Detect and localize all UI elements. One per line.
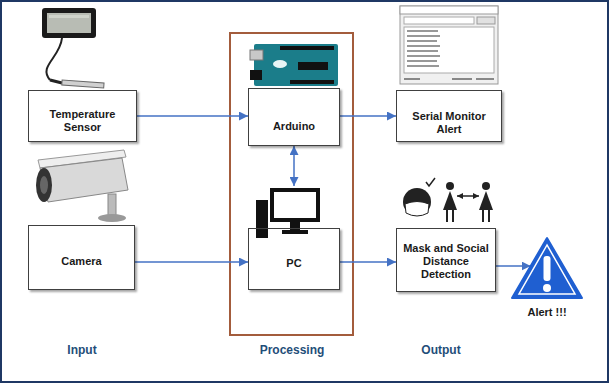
node-label: Alert !!! [527,306,566,319]
arduino-board-picture [290,80,334,84]
thermometer-picture [47,13,91,33]
serial-monitor-picture [400,6,498,14]
component-box: Mask and Social Distance Detection [396,228,496,292]
mask-distance-icon [479,191,493,210]
serial-monitor-picture [404,27,494,73]
component-box: Serial Monitor Alert [396,90,502,142]
flow-arrow [137,115,248,117]
arduino-board-picture [250,70,262,80]
thermometer-picture [49,15,89,18]
stage-label: Output [421,343,460,357]
camera-picture [98,214,126,222]
thermometer-picture [46,38,62,80]
flow-arrow [340,115,396,117]
mask-distance-icon [457,195,479,197]
node-label: PC [286,257,301,270]
component-box: Arduino [248,88,340,146]
arduino-board-picture [250,44,338,86]
mask-distance-icon [403,188,431,216]
flow-arrow [293,146,295,186]
component-box: Camera [28,225,135,290]
node-label: Mask and Social Distance Detection [401,242,491,281]
stage-label: Processing [260,343,325,357]
pc-icon [256,200,268,238]
camera-picture [108,194,116,216]
thermometer-picture [42,8,104,88]
mask-distance-icon [446,182,454,190]
node-label: Camera [61,255,101,268]
node-label: Arduino [273,120,315,133]
thermometer-picture [50,80,62,83]
flow-arrow [340,261,396,263]
alert-triangle-shape [510,236,584,300]
stage-label: Input [67,343,96,357]
mask-distance-icon [405,202,429,217]
mask-distance-icon [403,178,493,222]
mask-distance-icon [483,210,489,222]
component-box: PC [248,186,340,290]
alert-triangle-shape [512,238,582,298]
serial-monitor-picture [400,6,498,84]
mask-distance-icon [443,191,457,210]
node-label: Serial Monitor Alert [401,110,497,136]
arduino-board-picture [298,62,328,70]
mask-distance-icon [447,210,453,222]
camera-picture [36,150,128,222]
mask-distance-icon [482,182,490,190]
arduino-board-picture [250,50,263,60]
arduino-board-picture [254,44,338,86]
mask-distance-icon [426,178,435,186]
serial-monitor-picture [400,6,498,84]
exclamation-mark [544,256,551,281]
pc-icon [272,190,318,220]
thermometer-picture [42,8,96,38]
serial-monitor-picture [477,17,495,24]
alert-triangle-shape [519,245,575,294]
thermometer-picture [62,80,104,88]
node-label: Temperature Sensor [33,108,132,134]
flow-arrow [496,265,531,267]
pc-icon [256,190,318,238]
exclamation-mark [543,284,551,292]
serial-monitor-picture [404,17,474,24]
camera-picture [36,168,52,202]
component-box: Temperature Sensor [28,90,137,142]
pc-icon [282,230,308,234]
serial-monitor-picture [407,31,440,66]
arduino-board-picture [280,46,334,50]
alert-triangle: Alert !!! [510,236,584,328]
flow-arrow [135,261,248,263]
arduino-board-picture [273,60,287,68]
processing-frame [230,33,353,335]
camera-picture [40,176,48,194]
serial-monitor-picture [404,78,494,80]
